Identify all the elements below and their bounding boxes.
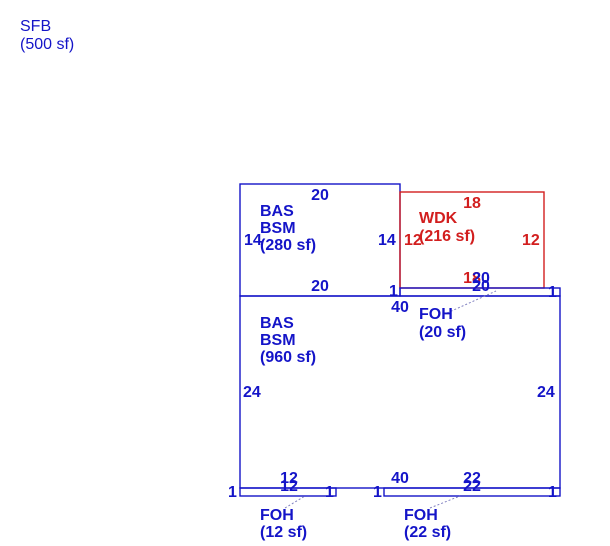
bsm-upper-code2: BSM bbox=[260, 220, 296, 237]
dim-main-left: 24 bbox=[243, 384, 261, 401]
dim-foh-left-end-l: 1 bbox=[228, 484, 237, 501]
bsm-main-code2: BSM bbox=[260, 332, 296, 349]
dim-foh-right-end-l: 1 bbox=[373, 484, 382, 501]
foh-bottom-right-code: FOH bbox=[404, 507, 438, 524]
dim-upper-top: 20 bbox=[311, 187, 329, 204]
dim-foh-right-top: 22 bbox=[463, 470, 481, 487]
dim-wdk-top: 18 bbox=[463, 195, 481, 212]
dim-foh-left-top: 12 bbox=[280, 470, 298, 487]
dim-wdk-bottom-c: 20 bbox=[472, 278, 490, 295]
wdk-area: (216 sf) bbox=[419, 228, 475, 245]
dim-foh-right-end-r: 1 bbox=[548, 484, 557, 501]
dim-foh-left-end-r: 1 bbox=[325, 484, 334, 501]
foh-bottom-left-outline bbox=[239, 487, 337, 497]
bsm-main-area: (960 sf) bbox=[260, 349, 316, 366]
foh-right-top-code: FOH bbox=[419, 306, 453, 323]
summary-area: (500 sf) bbox=[20, 36, 74, 53]
bsm-upper-area: (280 sf) bbox=[260, 237, 316, 254]
dim-foh-right-bottom: 22 bbox=[463, 478, 481, 495]
dim-wdk-left: 12 bbox=[404, 232, 422, 249]
dim-wdk-right: 12 bbox=[522, 232, 540, 249]
dim-main-bottom: 40 bbox=[391, 470, 409, 487]
summary-code: SFB bbox=[20, 18, 51, 35]
dim-main-right: 24 bbox=[537, 384, 555, 401]
dim-main-top: 40 bbox=[391, 299, 409, 316]
dim-foh-left-bottom: 12 bbox=[280, 478, 298, 495]
bsm-main-code1: BAS bbox=[260, 315, 294, 332]
foh-bottom-left-code: FOH bbox=[260, 507, 294, 524]
dim-upper-bottom: 20 bbox=[311, 278, 329, 295]
foh-bottom-right-outline bbox=[383, 487, 561, 497]
dim-upper-left: 14 bbox=[244, 232, 262, 249]
foh-bottom-right-area: (22 sf) bbox=[404, 524, 451, 541]
foh-right-top-area: (20 sf) bbox=[419, 324, 466, 341]
dim-wdk-bottom-a: 18 bbox=[463, 270, 481, 287]
bsm-upper-code1: BAS bbox=[260, 203, 294, 220]
foh-bottom-left-area: (12 sf) bbox=[260, 524, 307, 541]
dim-joint-right: 1 bbox=[548, 284, 557, 301]
dim-wdk-bottom-b: 20 bbox=[472, 270, 490, 287]
dim-upper-right: 14 bbox=[378, 232, 396, 249]
foh-bottom-right-leader bbox=[429, 495, 461, 509]
foh-right-top-leader bbox=[446, 290, 497, 314]
dim-joint-left: 1 bbox=[389, 283, 398, 300]
wdk-code: WDK bbox=[419, 210, 458, 227]
